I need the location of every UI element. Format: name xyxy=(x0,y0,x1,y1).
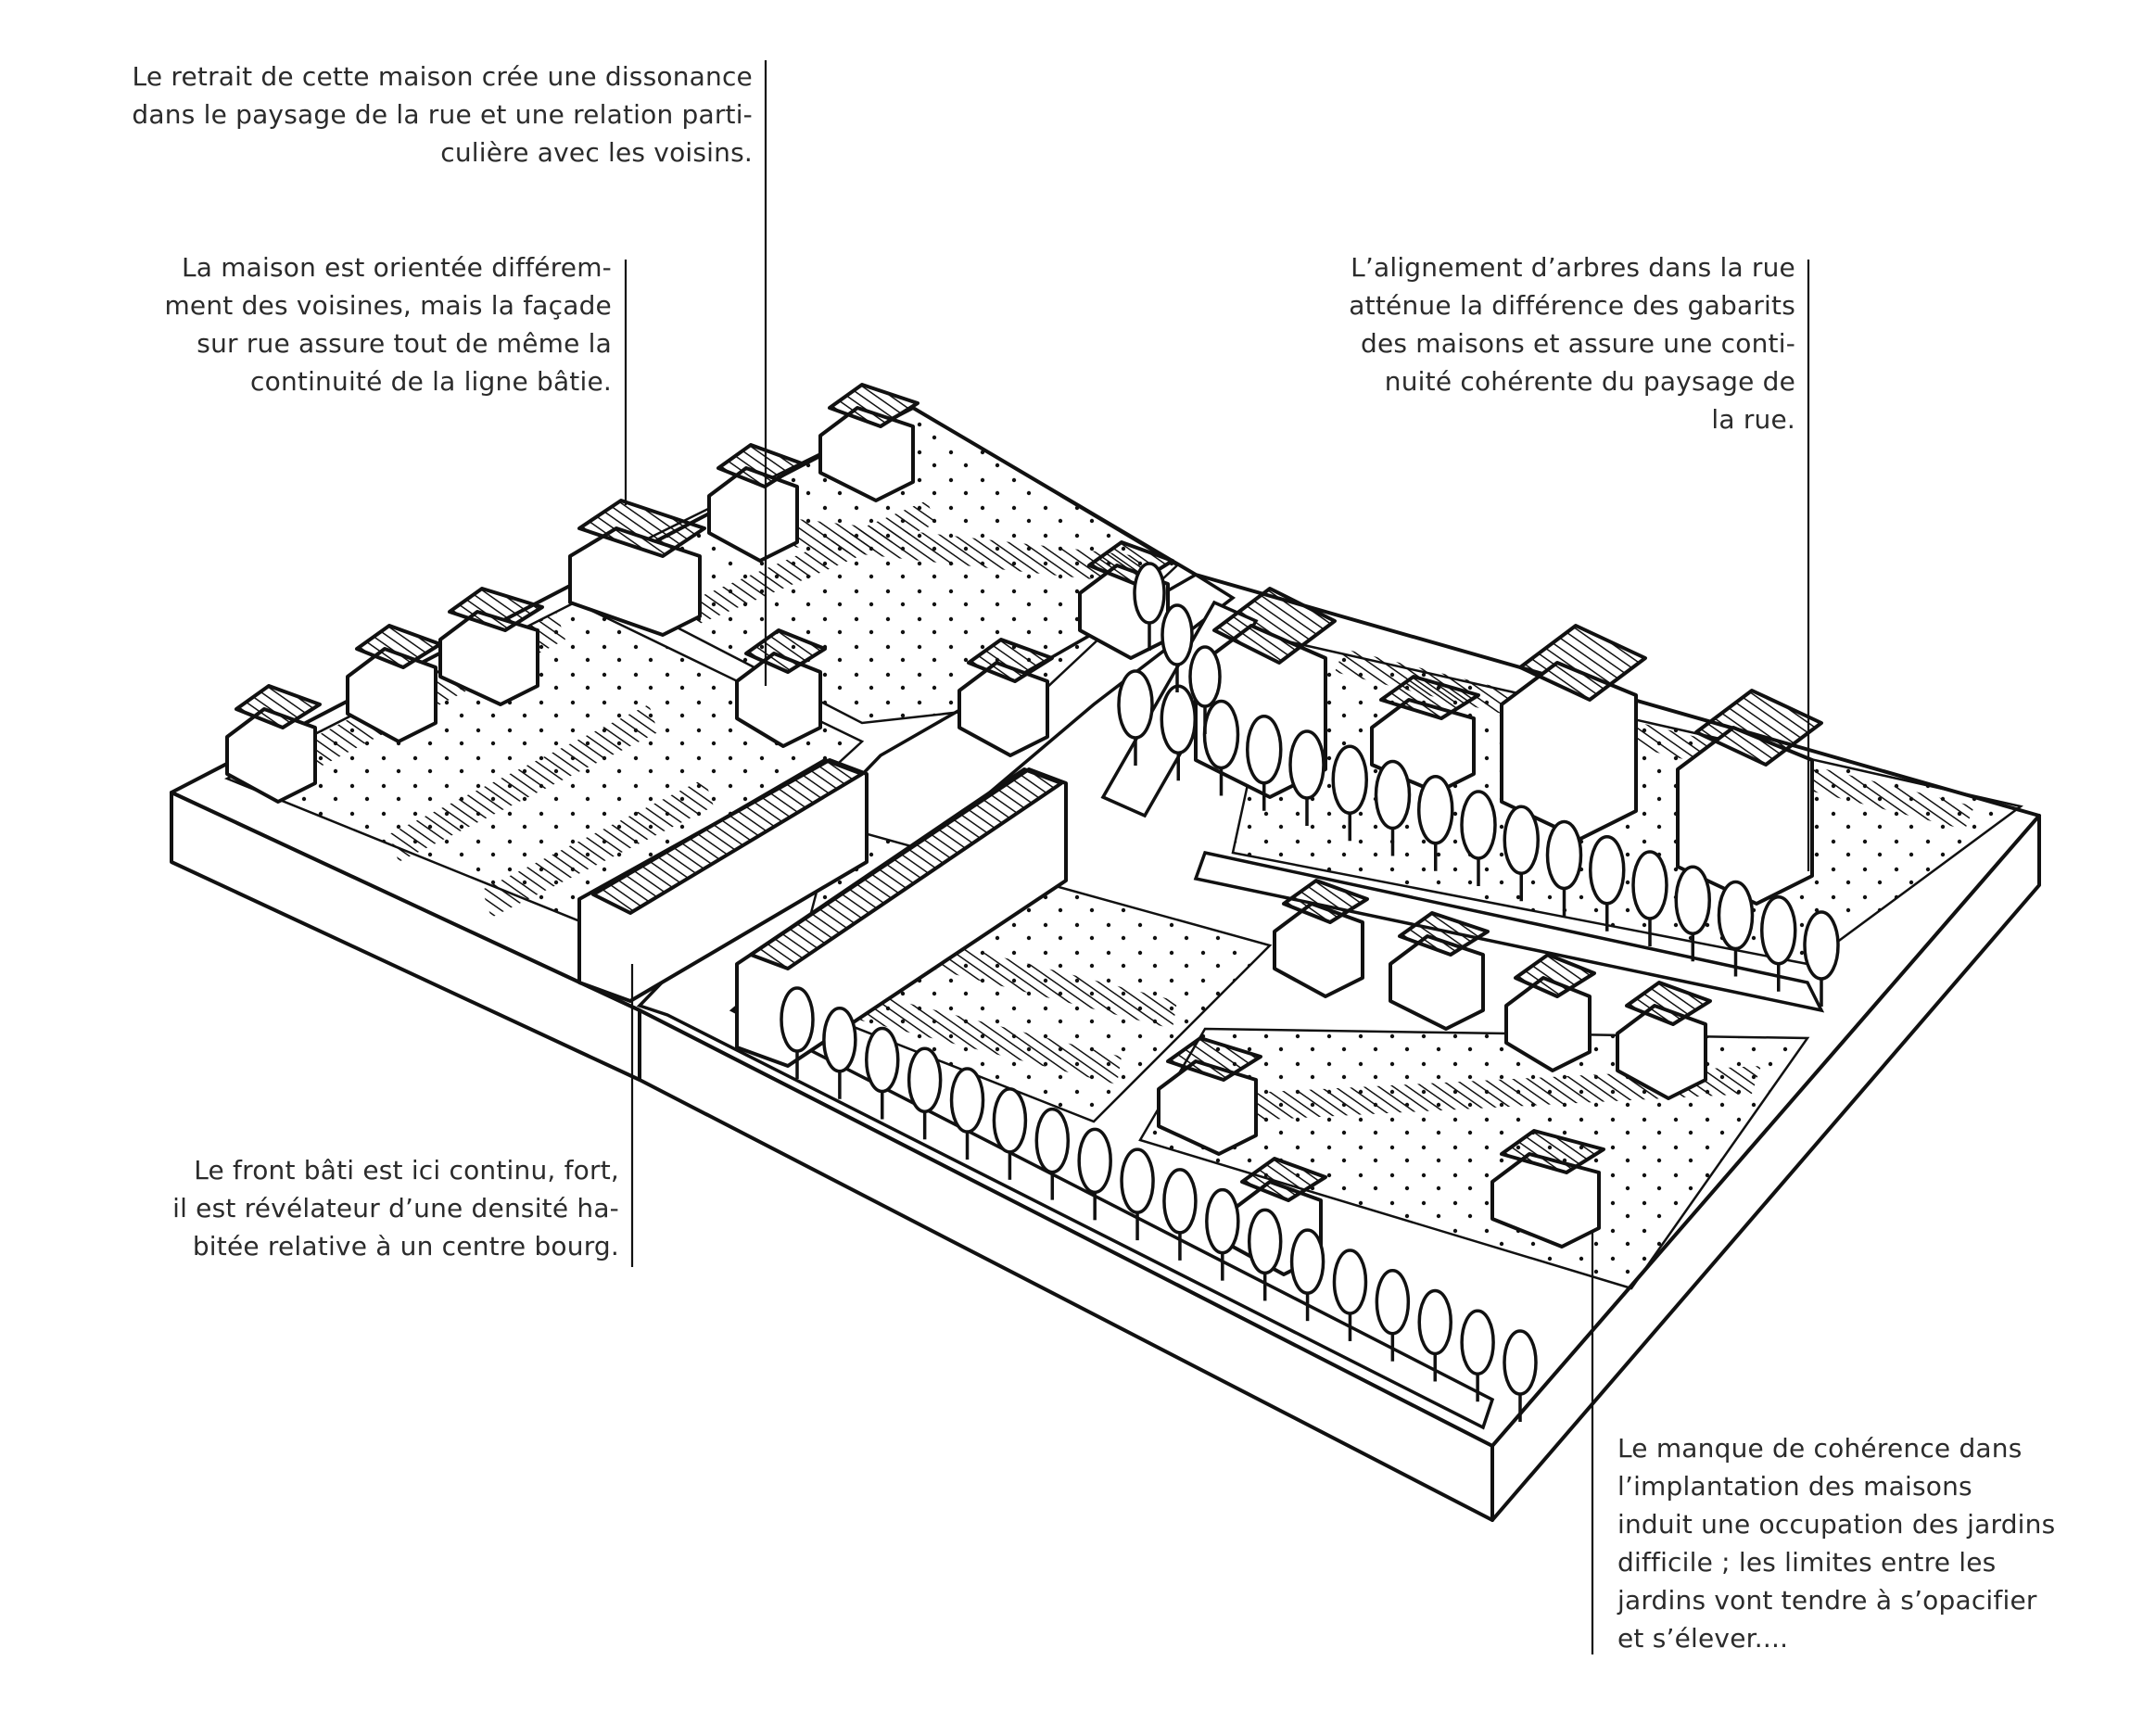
tree xyxy=(1460,1309,1495,1402)
house xyxy=(1490,1129,1605,1249)
annotation-alignement: L’alignement d’arbres dans la rue atténu… xyxy=(1233,248,1795,438)
house xyxy=(1616,981,1712,1100)
house xyxy=(958,638,1054,757)
tree xyxy=(1247,1208,1283,1301)
tree xyxy=(1674,865,1711,962)
annotation-line: dans le paysage de la rue et une relatio… xyxy=(132,99,753,130)
tree xyxy=(1077,1127,1112,1221)
annotation-line: des maisons et assure une conti- xyxy=(1360,328,1795,359)
annotation-line: ment des voisines, mais la façade xyxy=(164,290,612,321)
hedge-lower-2 xyxy=(857,992,1122,1084)
house xyxy=(1157,1036,1262,1156)
leader-lines xyxy=(624,60,1810,1654)
tree xyxy=(1760,895,1797,992)
tree xyxy=(1631,850,1668,946)
tree xyxy=(865,1026,900,1120)
tree xyxy=(1545,819,1583,917)
tree-alignment xyxy=(780,562,1840,1422)
tree xyxy=(1246,715,1283,811)
tree xyxy=(1374,759,1412,856)
tree xyxy=(1117,669,1154,766)
tree xyxy=(1332,1249,1368,1341)
annotation-manque-coherence: Le manque de cohérence dans l’implantati… xyxy=(1617,1429,2137,1657)
tree xyxy=(1331,744,1368,842)
hedge-lower-right xyxy=(1233,1066,1761,1122)
annotation-line: L’alignement d’arbres dans la rue xyxy=(1351,252,1795,283)
house xyxy=(1389,911,1490,1031)
hedge-left-3 xyxy=(482,779,714,918)
annotation-line: nuité cohérente du paysage de xyxy=(1384,366,1795,397)
annotation-line: Le manque de cohérence dans xyxy=(1617,1433,2023,1464)
tree xyxy=(822,1007,857,1099)
houses xyxy=(225,383,1823,1276)
annotation-line: et s’élever.... xyxy=(1617,1623,1789,1654)
annotation-line: culière avec les voisins. xyxy=(440,137,753,168)
tree xyxy=(1803,910,1840,1007)
tree xyxy=(1417,775,1454,871)
annotation-orientee: La maison est orientée différem- ment de… xyxy=(93,248,612,400)
house xyxy=(1273,879,1369,998)
tree xyxy=(1205,1187,1240,1281)
tree xyxy=(1375,1268,1411,1362)
slab-side-face xyxy=(1490,814,2041,1522)
row-houses-lower xyxy=(735,767,1068,1068)
annotation-line: Le retrait de cette maison crée une diss… xyxy=(132,61,753,92)
tree xyxy=(1133,562,1166,651)
house xyxy=(1676,689,1823,906)
house xyxy=(438,587,544,706)
house-oriented-differently xyxy=(568,499,706,637)
house xyxy=(1500,624,1647,841)
annotation-line: Le front bâti est ici continu, fort, xyxy=(194,1155,619,1185)
tree xyxy=(1202,699,1240,796)
tree xyxy=(1289,1228,1325,1322)
annotation-line: il est révélateur d’une densité ha- xyxy=(172,1193,619,1223)
tree xyxy=(780,986,815,1079)
annotation-line: difficile ; les limites entre les xyxy=(1617,1547,1997,1578)
tree xyxy=(992,1087,1028,1180)
annotation-line: bitée relative à un centre bourg. xyxy=(192,1231,619,1261)
tree xyxy=(1589,835,1626,932)
annotation-line: l’implantation des maisons xyxy=(1617,1471,1972,1502)
annotation-line: La maison est orientée différem- xyxy=(181,252,612,283)
annotation-line: sur rue assure tout de même la xyxy=(197,328,612,359)
tree xyxy=(1120,1147,1155,1241)
annotation-line: la rue. xyxy=(1711,404,1795,435)
annotation-line: induit une occupation des jardins xyxy=(1617,1509,2056,1540)
tree xyxy=(1188,645,1222,734)
house xyxy=(818,383,919,502)
annotation-line: atténue la différence des gabarits xyxy=(1349,290,1795,321)
tree xyxy=(949,1067,985,1160)
tree xyxy=(1162,1168,1198,1261)
tree xyxy=(1160,603,1194,692)
tree xyxy=(1503,805,1540,902)
hedge-top-2 xyxy=(686,501,936,626)
tree xyxy=(1460,790,1497,886)
tree xyxy=(1417,1288,1452,1382)
tree xyxy=(1034,1107,1071,1200)
annotation-line: continuité de la ligne bâtie. xyxy=(250,366,612,397)
tree xyxy=(907,1046,943,1140)
tree xyxy=(1288,729,1325,826)
annotation-line: jardins vont tendre à s’opacifier xyxy=(1617,1585,2037,1616)
hedge-upper-right xyxy=(1335,649,1974,830)
house xyxy=(707,443,804,563)
hedge-left-2 xyxy=(389,704,658,862)
house xyxy=(225,684,322,804)
annotation-retrait: Le retrait de cette maison crée une diss… xyxy=(56,57,753,171)
house xyxy=(1504,953,1596,1072)
row-houses-upper xyxy=(577,758,869,1003)
annotation-front-bati: Le front bâti est ici continu, fort, il … xyxy=(74,1151,619,1265)
tree xyxy=(1160,684,1197,781)
tree xyxy=(1503,1329,1538,1422)
house xyxy=(346,624,442,743)
tree xyxy=(1717,880,1755,977)
